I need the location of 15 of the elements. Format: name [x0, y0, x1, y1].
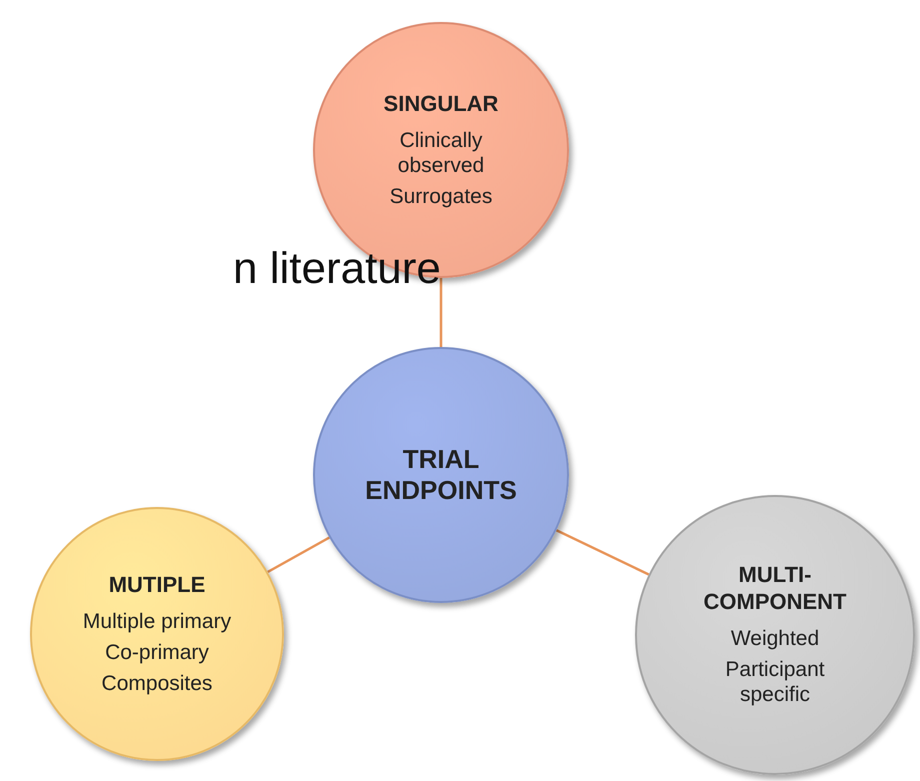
circle-heading: MUTIPLE [108, 572, 206, 598]
circle-item: Participant specific [724, 657, 826, 708]
partial-heading-text: n literature [233, 244, 441, 294]
circle-item: Co-primary [105, 640, 209, 666]
connector-line [440, 278, 442, 347]
circle-item: Clinically observed [396, 128, 486, 178]
circle-item: Multiple primary [82, 608, 232, 634]
circle-item: Surrogates [390, 184, 492, 210]
circle-heading: MULTI-COMPONENT [702, 562, 848, 616]
connector-line [556, 529, 650, 576]
circle-heading: TRIAL ENDPOINTS [364, 444, 518, 506]
connector-line [267, 536, 330, 574]
circle-heading: SINGULAR [384, 90, 498, 117]
circle-item: Composites [102, 671, 212, 696]
circle-item: Weighted [730, 626, 820, 652]
